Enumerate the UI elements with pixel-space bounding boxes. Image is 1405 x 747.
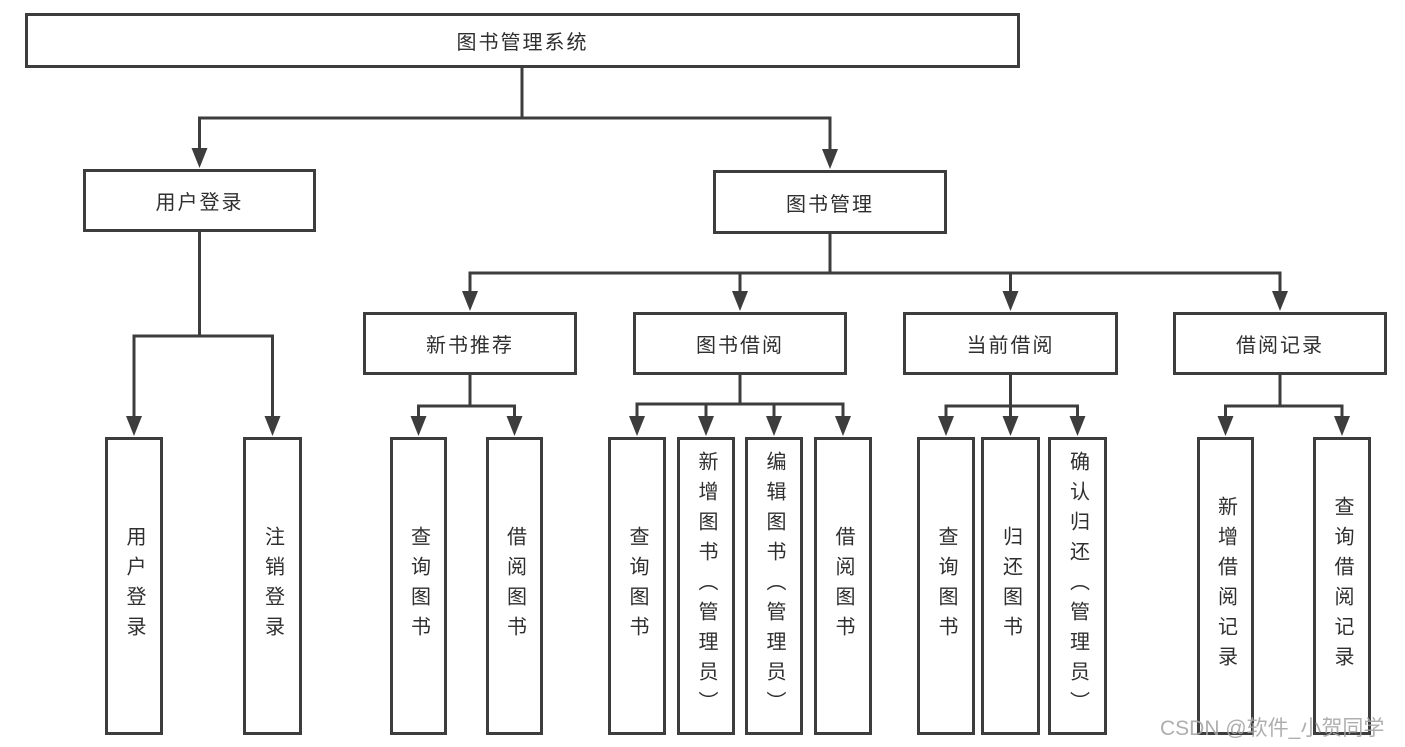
leaf-logout: 注销登录 — [243, 437, 302, 735]
node-user-login-label: 用户登录 — [155, 192, 244, 214]
leaf-borrow-borrow-book-label: 借阅图书 — [832, 526, 854, 646]
leaf-borrow-add-book-admin-label: 新增图书（管理员） — [695, 451, 717, 721]
leaf-record-add-record-label: 新增借阅记录 — [1214, 496, 1237, 676]
leaf-borrow-borrow-book: 借阅图书 — [814, 437, 872, 735]
leaf-newbook-query-book-label: 查询图书 — [407, 526, 430, 646]
leaf-newbook-borrow-book: 借阅图书 — [486, 437, 543, 735]
leaf-record-query-record-label: 查询借阅记录 — [1331, 496, 1353, 676]
leaf-borrow-query-book: 查询图书 — [608, 437, 666, 735]
node-library-system: 图书管理系统 — [25, 13, 1020, 68]
leaf-newbook-query-book: 查询图书 — [390, 437, 447, 735]
leaf-newbook-borrow-book-label: 借阅图书 — [503, 526, 526, 646]
leaf-current-return-book-label: 归还图书 — [999, 526, 1022, 646]
leaf-current-return-book: 归还图书 — [981, 437, 1040, 735]
node-book-management: 图书管理 — [713, 170, 947, 234]
node-current-borrow-label: 当前借阅 — [966, 335, 1055, 357]
node-book-management-label: 图书管理 — [786, 193, 874, 216]
leaf-borrow-edit-book-admin: 编辑图书（管理员） — [745, 437, 803, 735]
leaf-current-confirm-return-admin: 确认归还（管理员） — [1048, 437, 1107, 735]
leaf-borrow-add-book-admin: 新增图书（管理员） — [677, 437, 735, 735]
node-user-login: 用户登录 — [83, 169, 316, 232]
node-current-borrow: 当前借阅 — [903, 312, 1118, 375]
leaf-record-query-record: 查询借阅记录 — [1313, 437, 1371, 735]
node-new-book-recommend: 新书推荐 — [363, 312, 577, 375]
csdn-watermark: CSDN @软件_小贺同学 — [1160, 717, 1385, 740]
leaf-record-add-record: 新增借阅记录 — [1197, 437, 1254, 735]
leaf-user-login: 用户登录 — [105, 437, 163, 735]
leaf-current-query-book-label: 查询图书 — [935, 526, 957, 646]
leaf-current-query-book: 查询图书 — [917, 437, 975, 735]
node-library-system-label: 图书管理系统 — [456, 32, 589, 54]
node-new-book-recommend-label: 新书推荐 — [426, 335, 514, 357]
leaf-user-login-label: 用户登录 — [123, 526, 145, 646]
leaf-logout-label: 注销登录 — [261, 526, 284, 646]
node-borrow-record-label: 借阅记录 — [1236, 335, 1324, 357]
node-book-borrow-label: 图书借阅 — [696, 335, 784, 357]
leaf-borrow-query-book-label: 查询图书 — [626, 526, 648, 646]
node-book-borrow: 图书借阅 — [633, 312, 847, 375]
leaf-current-confirm-return-admin-label: 确认归还（管理员） — [1066, 451, 1089, 721]
leaf-borrow-edit-book-admin-label: 编辑图书（管理员） — [763, 451, 785, 721]
node-borrow-record: 借阅记录 — [1173, 312, 1387, 375]
